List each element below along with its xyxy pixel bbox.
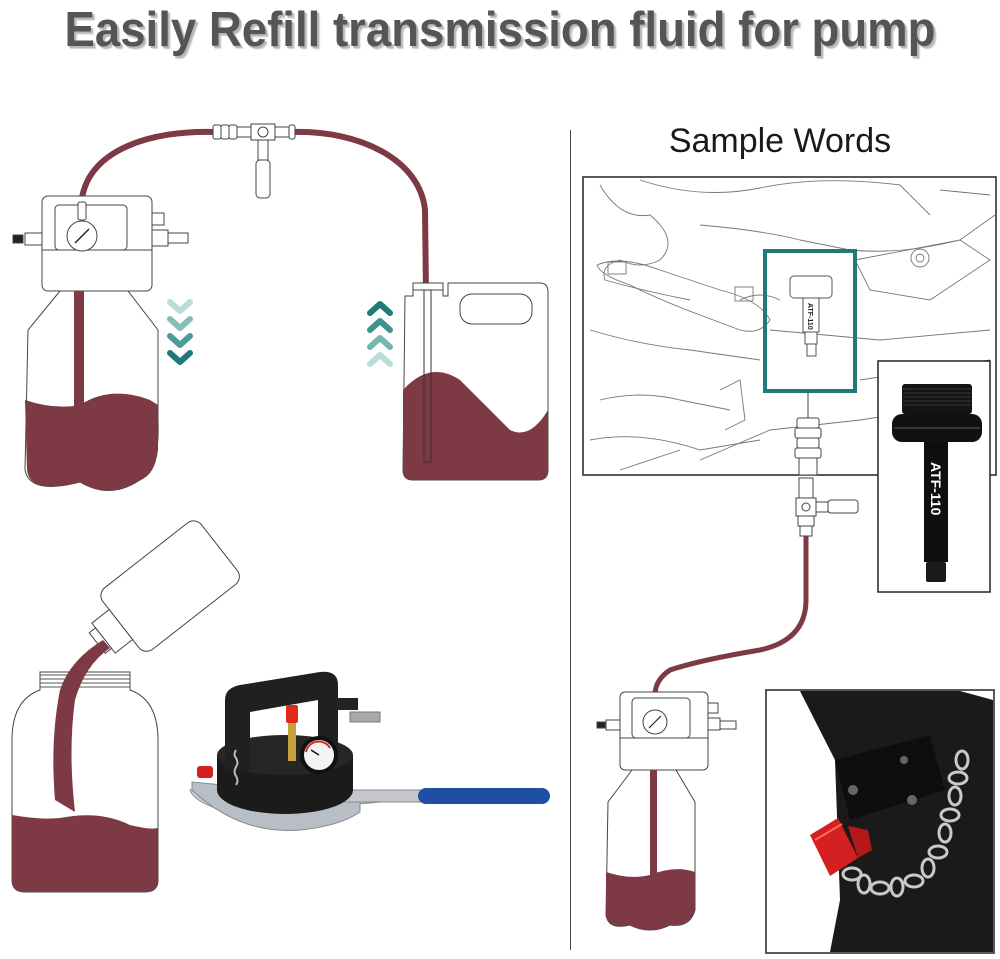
panel-divider: [570, 130, 571, 950]
pour-stream: [53, 640, 110, 812]
small-pump-head-icon: [596, 691, 737, 771]
quick-coupler-icon: [794, 391, 822, 476]
jug-fluid: [403, 372, 548, 480]
t-valve-lower-icon: [795, 477, 859, 537]
hose-lower: [652, 536, 809, 696]
adapter-callout-label: ATF-110: [806, 303, 813, 330]
sample-words-heading: Sample Words: [668, 122, 892, 160]
adapter-product-label: ATF-110: [928, 462, 944, 516]
red-valve-cap: [197, 766, 213, 778]
t-valve-icon: [212, 123, 296, 199]
pump-bottle-fluid: [25, 393, 158, 491]
adapter-product-photo: [892, 384, 982, 582]
pump-cap-product: [189, 671, 550, 831]
installation-diagram: ATF-110: [582, 176, 997, 954]
pump-cap-handle: [225, 671, 338, 770]
pump-head-icon: [12, 195, 189, 292]
jar-fluid: [12, 815, 158, 892]
small-pump-fluid: [606, 869, 695, 930]
chevron-up-icon: [367, 301, 393, 367]
pump-pickup-tube: [74, 291, 84, 406]
wrench-handle: [418, 788, 550, 804]
hose-left: [79, 128, 216, 199]
pouring-illustration: [11, 520, 240, 893]
red-knob-icon: [810, 818, 858, 876]
chevron-down-icon: [167, 299, 193, 365]
valve-closeup-photo: [800, 691, 993, 952]
siphon-diagram: [12, 123, 549, 491]
wrench-shaft: [339, 789, 431, 803]
hose-right: [291, 128, 431, 461]
chain-icon: [841, 749, 970, 898]
fluid-jug: [402, 282, 549, 481]
adapter-highlight-box: [763, 249, 857, 393]
page-title: Easily Refill transmission fluid for pum…: [64, 3, 936, 57]
small-pump-tube: [650, 770, 657, 875]
